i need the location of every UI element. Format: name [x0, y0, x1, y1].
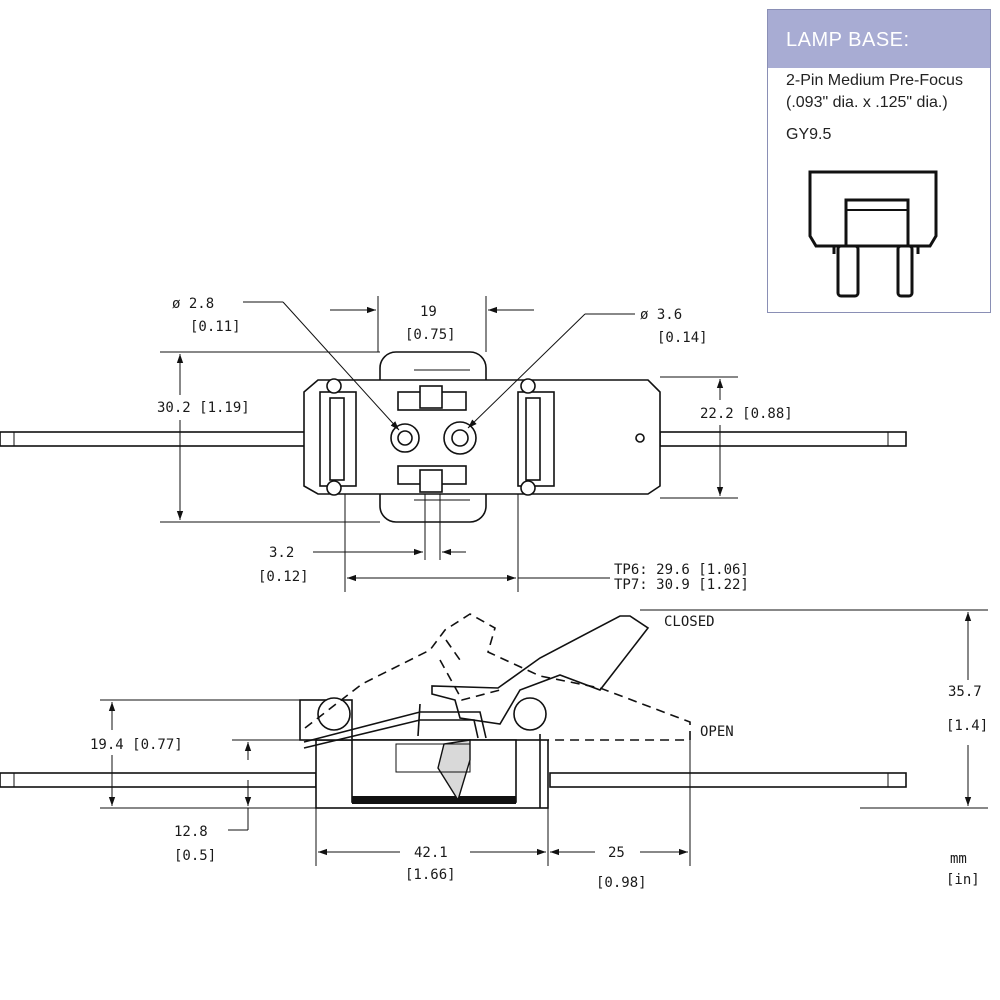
height-30-label: 30.2 [1.19] — [157, 400, 250, 416]
units-mm: mm — [950, 851, 967, 867]
width-19-label: 19 — [420, 304, 437, 320]
lamp-base-header: LAMP BASE: — [768, 10, 990, 68]
length-42-inch: [1.66] — [405, 867, 456, 883]
height-19-label: 19.4 [0.77] — [90, 737, 183, 753]
lamp-base-description: 2-Pin Medium Pre-Focus — [786, 72, 963, 89]
lever-open — [304, 613, 691, 741]
pin-small-diameter-inch: [0.11] — [190, 319, 241, 335]
slot-width-inch: [0.12] — [258, 569, 309, 585]
height-22-label: 22.2 [0.88] — [700, 406, 793, 422]
length-42-label: 42.1 — [414, 845, 448, 861]
lamp-base-panel: LAMP BASE: 2-Pin Medium Pre-Focus (.093"… — [767, 9, 991, 313]
lamp-base-pin-dimensions: (.093" dia. x .125" dia.) — [786, 94, 948, 111]
left-wire-lead — [0, 431, 309, 447]
lamp-base-illustration — [808, 170, 938, 298]
socket-body — [303, 379, 661, 495]
units-inch: [in] — [946, 872, 980, 888]
height-12-label: 12.8 — [174, 824, 208, 840]
top-view: ø 2.8 [0.11] ø 3.6 [0.14] 19 [0.75] 30.2… — [0, 296, 907, 593]
length-25-label: 25 — [608, 845, 625, 861]
tp7-label: TP7: 30.9 [1.22] — [614, 577, 749, 593]
right-wire-lead — [659, 431, 907, 447]
side-view: CLOSED OPEN 35.7 [1.4] 19.4 [0.77] 12.8 … — [0, 609, 988, 891]
open-label: OPEN — [700, 724, 734, 740]
height-12-inch: [0.5] — [174, 848, 216, 864]
pin-large-diameter-inch: [0.14] — [657, 330, 708, 346]
tp6-label: TP6: 29.6 [1.06] — [614, 562, 749, 578]
height-35-inch: [1.4] — [946, 718, 988, 734]
closed-label: CLOSED — [664, 614, 715, 630]
lamp-base-code: GY9.5 — [786, 126, 832, 143]
side-right-wire-lead — [549, 772, 907, 788]
slot-width-label: 3.2 — [269, 545, 294, 561]
height-35-label: 35.7 — [948, 684, 982, 700]
lever-closed — [431, 615, 650, 725]
side-left-wire-lead — [0, 772, 317, 788]
width-19-inch: [0.75] — [405, 327, 456, 343]
pin-large-diameter-label: ø 3.6 — [640, 307, 682, 323]
length-25-inch: [0.98] — [596, 875, 647, 891]
pin-small-diameter-label: ø 2.8 — [172, 296, 214, 312]
